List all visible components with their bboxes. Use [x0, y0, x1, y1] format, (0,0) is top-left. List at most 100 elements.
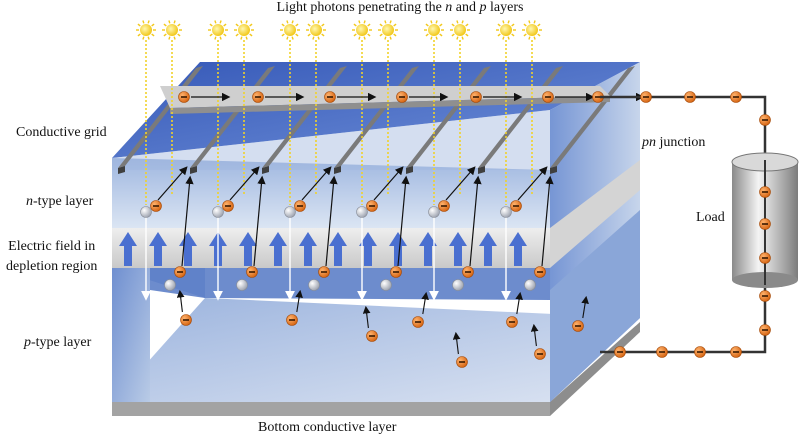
- electron: [506, 316, 518, 328]
- electron: [730, 346, 742, 358]
- electron: [294, 200, 306, 212]
- drift-arrow: [515, 291, 523, 315]
- electron: [759, 324, 771, 336]
- field-arrow: [389, 232, 407, 266]
- electron: [542, 91, 554, 103]
- electron-path: [301, 166, 332, 201]
- label-n-type-layer: n-type layer: [26, 194, 94, 209]
- hole: [212, 206, 224, 218]
- hole: [164, 279, 176, 291]
- hole: [284, 206, 296, 218]
- busbar: [160, 86, 610, 114]
- electron: [470, 91, 482, 103]
- field-arrow: [299, 232, 317, 266]
- electron: [510, 200, 522, 212]
- grid-bar-end: [190, 166, 197, 174]
- field-arrow: [269, 232, 287, 266]
- drift-arrow: [176, 289, 185, 313]
- grid-bar-end: [550, 166, 557, 174]
- field-arrow: [479, 232, 497, 266]
- hole: [236, 279, 248, 291]
- field-arrow: [419, 232, 437, 266]
- electron-path: [445, 166, 476, 201]
- electron: [730, 91, 742, 103]
- drift-arrow: [362, 305, 371, 329]
- electron: [180, 314, 192, 326]
- photon: [162, 20, 182, 195]
- hole: [308, 279, 320, 291]
- electron: [534, 266, 546, 278]
- photon: [208, 20, 228, 301]
- label-pn-junction: pn junction: [642, 135, 706, 150]
- photon: [522, 20, 542, 195]
- electron: [390, 266, 402, 278]
- electron-path: [397, 175, 410, 267]
- drift-arrow: [295, 289, 303, 313]
- electron: [412, 316, 424, 328]
- electron: [438, 200, 450, 212]
- electron: [759, 186, 771, 198]
- label-load: Load: [696, 210, 725, 225]
- photon: [424, 20, 444, 301]
- electron: [286, 314, 298, 326]
- electron: [656, 346, 668, 358]
- electron: [324, 91, 336, 103]
- electron: [694, 346, 706, 358]
- bottom-wire: [600, 285, 767, 354]
- electron-path: [541, 175, 554, 267]
- charge-carriers: [140, 91, 645, 368]
- electron-path: [469, 175, 482, 267]
- photon: [450, 20, 470, 195]
- photon: [496, 20, 516, 301]
- hole: [524, 279, 536, 291]
- hole: [428, 206, 440, 218]
- diagram-title: Light photons penetrating the n and p la…: [276, 0, 524, 15]
- field-arrow: [509, 232, 527, 266]
- electron: [456, 356, 468, 368]
- field-arrow: [179, 232, 197, 266]
- electron: [366, 200, 378, 212]
- field-arrow: [449, 232, 467, 266]
- electron-path: [253, 175, 266, 267]
- photon: [234, 20, 254, 195]
- electron: [759, 114, 771, 126]
- photon: [352, 20, 372, 301]
- photon: [306, 20, 326, 195]
- drift-arrow: [581, 295, 589, 319]
- electron: [759, 218, 771, 230]
- label-p-type-layer: p-type layer: [24, 335, 92, 350]
- circuit-electrons: [614, 91, 771, 358]
- electron-path: [517, 166, 548, 201]
- electron-path: [325, 175, 338, 267]
- electron: [178, 91, 190, 103]
- photon: [136, 20, 156, 301]
- photon: [280, 20, 300, 301]
- field-arrow: [359, 232, 377, 266]
- electron: [684, 91, 696, 103]
- field-arrow: [119, 232, 137, 266]
- drift-arrow: [421, 291, 429, 315]
- electron: [759, 290, 771, 302]
- hole: [452, 279, 464, 291]
- electron: [366, 330, 378, 342]
- electron-path: [373, 166, 404, 201]
- label-conductive-grid: Conductive grid: [16, 125, 107, 140]
- electric-field-arrows: [119, 232, 527, 266]
- drift-arrow: [452, 331, 461, 355]
- grid-bar-end: [262, 166, 269, 174]
- top-wire: [600, 95, 767, 160]
- photons: [136, 20, 542, 301]
- electron-path: [181, 175, 194, 267]
- hole: [380, 279, 392, 291]
- grid-bar-end: [406, 166, 413, 174]
- electron: [640, 91, 652, 103]
- electron: [318, 266, 330, 278]
- label-bottom-conductive-layer: Bottom conductive layer: [258, 420, 397, 435]
- electron-path: [229, 166, 260, 201]
- electron: [252, 91, 264, 103]
- hole: [356, 206, 368, 218]
- hole: [500, 206, 512, 218]
- field-arrow: [239, 232, 257, 266]
- drift-arrow: [530, 323, 539, 347]
